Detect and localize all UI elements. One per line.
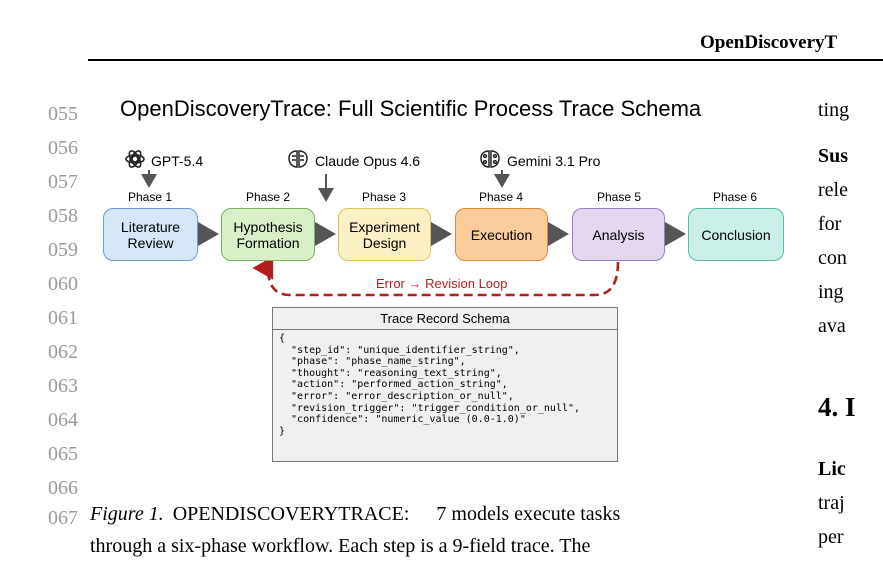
right-col-fragment: rele [818, 179, 848, 201]
line-number: 066 [48, 477, 78, 499]
schema-line: "confidence": "numeric_value (0.0-1.0)" [279, 414, 526, 426]
revision-loop-label: Error → Revision Loop [376, 276, 508, 291]
claude-logo-icon [286, 148, 310, 173]
line-number: 064 [48, 409, 78, 431]
schema-code: { "step_id": "unique_identifier_string",… [273, 330, 617, 440]
line-number: 058 [48, 205, 78, 227]
schema-line: "error": "error_description_or_null", [279, 390, 514, 402]
running-title: OpenDiscoveryT [700, 32, 838, 53]
phase-text: Execution [470, 226, 533, 243]
line-number: 063 [48, 375, 78, 397]
phase-text: Formation [236, 234, 300, 251]
phase-text: Hypothesis [233, 218, 303, 235]
figure-caption-line2: through a six-phase workflow. Each step … [90, 535, 591, 557]
model-gpt: GPT-5.4 [124, 148, 203, 173]
phase-text: Review [127, 234, 174, 251]
figure-title: OpenDiscoveryTrace: Full Scientific Proc… [120, 96, 702, 121]
caption-label: Figure 1. [90, 503, 164, 525]
schema-line: } [279, 425, 286, 437]
line-number: 062 [48, 341, 78, 363]
phase-label: Phase 3 [361, 190, 407, 204]
gemini-logo-icon [478, 148, 502, 173]
phase-text: Conclusion [701, 226, 771, 243]
schema-line: { [279, 333, 286, 344]
phase-label: Phase 6 [712, 190, 758, 204]
right-col-fragment: ava [818, 315, 846, 337]
line-number: 056 [48, 137, 78, 159]
model-gemini: Gemini 3.1 Pro [478, 148, 600, 173]
phase-box-analysis: Analysis [572, 208, 665, 261]
right-col-fragment: for [818, 213, 842, 235]
line-number: 060 [48, 273, 78, 295]
header-rule [88, 59, 883, 61]
schema-line: "thought": "reasoning_text_string", [279, 367, 502, 379]
trace-record-schema: Trace Record Schema { "step_id": "unique… [272, 307, 618, 462]
schema-title: Trace Record Schema [273, 308, 617, 330]
schema-line: "action": "performed_action_string", [279, 379, 508, 391]
model-name: Claude Opus 4.6 [315, 152, 421, 169]
phase-label: Phase 4 [478, 190, 524, 204]
right-col-fragment: traj [818, 492, 845, 514]
right-col-fragment: ting [818, 99, 850, 121]
right-col-heading: 4. I [818, 392, 856, 422]
model-name: GPT-5.4 [151, 152, 204, 169]
phase-text: Experiment [349, 218, 420, 235]
model-name: Gemini 3.1 Pro [507, 152, 601, 169]
phase-label: Phase 1 [127, 190, 173, 204]
schema-line: "phase": "phase_name_string", [279, 356, 466, 368]
line-number: 065 [48, 443, 78, 465]
right-col-fragment: Lic [818, 458, 846, 480]
right-col-fragment: per [818, 526, 844, 548]
right-col-fragment: con [818, 247, 847, 269]
schema-line: "step_id": "unique_identifier_string", [279, 344, 520, 356]
figure-caption-line1: Figure 1. OPENDISCOVERYTRACE: 7 models e… [90, 503, 620, 526]
phase-text: Design [362, 234, 407, 251]
phase-text: Analysis [592, 226, 645, 243]
phase-label: Phase 5 [596, 190, 642, 204]
phase-label: Phase 2 [245, 190, 291, 204]
phase-box-execution: Execution [455, 208, 548, 261]
line-number: 057 [48, 171, 78, 193]
line-number: 061 [48, 307, 78, 329]
gpt-logo-icon [124, 148, 146, 173]
line-number: 055 [48, 103, 78, 125]
caption-text: 7 models execute tasks [436, 503, 621, 525]
phase-text: Literature [120, 218, 181, 235]
line-number: 059 [48, 239, 78, 261]
revision-loop-arrow [252, 256, 620, 297]
model-claude: Claude Opus 4.6 [286, 148, 420, 173]
phase-box-conclusion: Conclusion [688, 208, 784, 261]
right-col-fragment: ing [818, 281, 844, 303]
line-number: 067 [48, 507, 78, 529]
caption-name: OPENDISCOVERYTRACE: [172, 503, 410, 525]
schema-line: "revision_trigger": "trigger_condition_o… [279, 402, 581, 414]
right-col-fragment: Sus [818, 145, 849, 167]
